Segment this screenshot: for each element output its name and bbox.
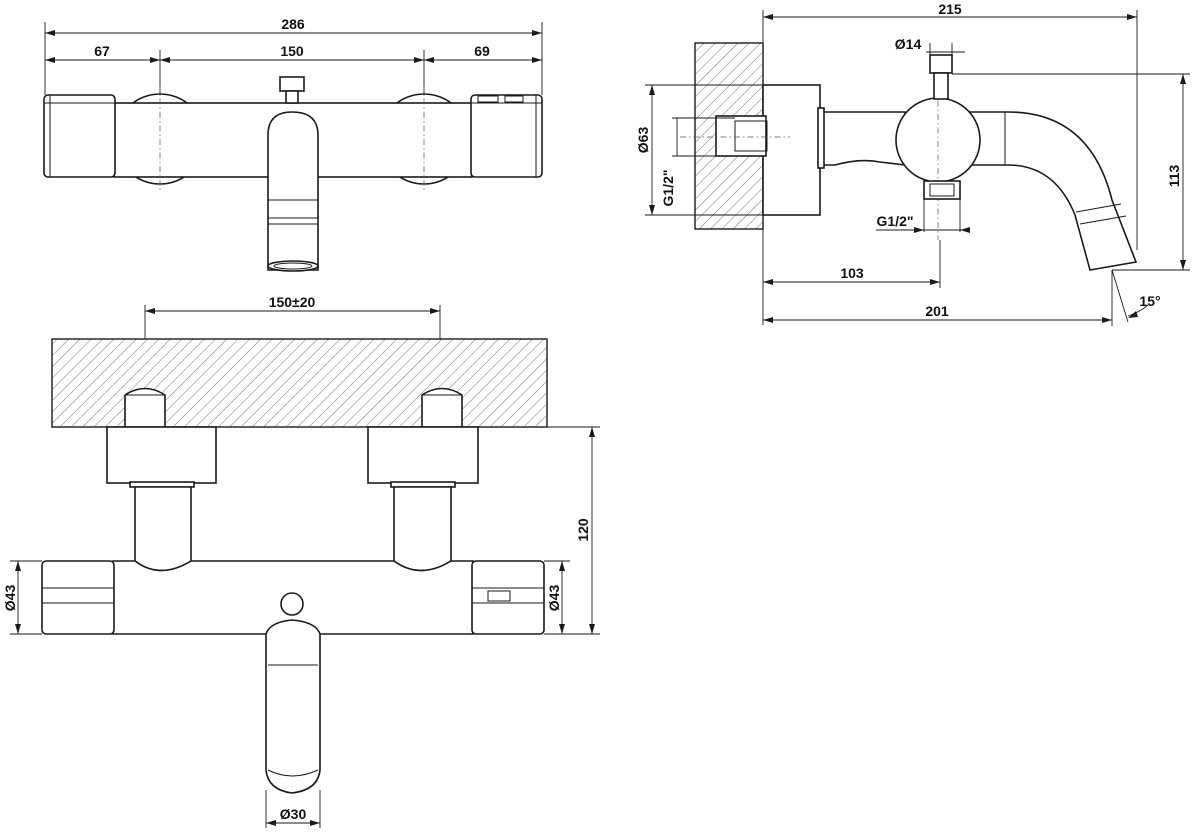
dim-text-centers: 150±20 [269, 294, 316, 310]
handle-left [43, 94, 116, 178]
dim-text-angle: 15° [1139, 293, 1160, 309]
handle-left-plan [41, 560, 115, 635]
dim-text-height: 113 [1166, 164, 1182, 187]
dim-text-thread-bottom: G1/2" [877, 213, 914, 229]
dim-text-handle-dia-left: Ø43 [2, 585, 18, 612]
spout-side [967, 111, 1138, 271]
dim-text-left: 67 [94, 43, 110, 59]
connector-pipe [819, 111, 906, 166]
diverter-knob-side [929, 54, 953, 74]
bottom-connector [923, 180, 961, 200]
dim-text-wall-dia: Ø63 [635, 127, 651, 154]
dim-text-handle-dia-right: Ø43 [546, 585, 562, 612]
dim-text-reach: 201 [925, 303, 949, 319]
dim-text-thread-left: G1/2" [660, 170, 676, 207]
dim-text-plan-height: 120 [575, 518, 591, 542]
dim-text-axis: 103 [840, 265, 864, 281]
escutcheon [762, 84, 821, 216]
diverter-knob-plan [280, 592, 304, 616]
escutcheon-left-plan [106, 426, 217, 484]
spout-front [267, 111, 319, 271]
dim-text-spout-dia: Ø30 [280, 806, 307, 822]
dim-text-center: 150 [280, 43, 304, 59]
dim-text-overall: 286 [281, 16, 305, 32]
diverter-knob [279, 76, 305, 92]
front-view: 286 67 150 69 [43, 16, 543, 272]
dim-text-knob-dia: Ø14 [895, 36, 922, 52]
dim-text-depth: 215 [938, 1, 962, 17]
dim-text-right: 69 [474, 43, 490, 59]
connector-right-plan [393, 486, 452, 572]
escutcheon-right-plan [367, 426, 479, 484]
plan-view: 150±20 120 [2, 294, 600, 828]
spout-plan [265, 619, 321, 794]
handle-right-plan [471, 560, 545, 635]
side-view: 215 Ø63 G1/2" [635, 1, 1190, 326]
dim-segment-row: 67 150 69 [45, 43, 542, 135]
handle-right [470, 94, 543, 178]
dim-overall-width: 286 [44, 16, 543, 95]
connector-left-plan [134, 486, 192, 572]
